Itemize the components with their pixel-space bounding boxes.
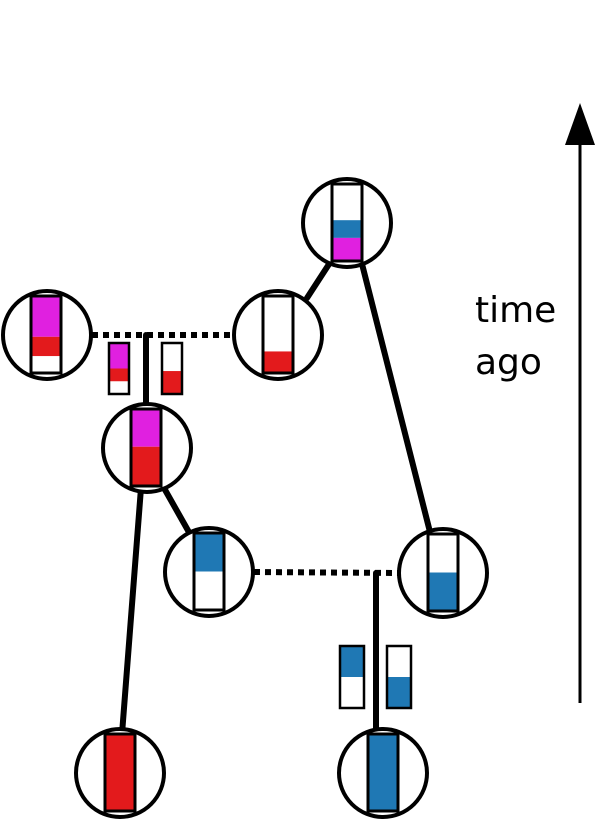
node-bar-merge-node (129, 407, 163, 488)
contribution-bar-lower-left-bar-outline (338, 644, 366, 710)
node-bar-leaf-blue (366, 732, 400, 813)
node-bar-merge-node-fill-magenta (131, 409, 161, 447)
node-top-root (301, 177, 393, 269)
contribution-bar-lower-left-bar-fill-blue (340, 646, 364, 677)
contribution-bar-upper-left-bar (107, 341, 131, 396)
node-bar-leaf-red-outline (103, 732, 137, 813)
merge-dotted-lines (92, 332, 401, 576)
node-lower-blue-left (163, 526, 255, 618)
node-bar-lower-blue-right-outline (426, 532, 460, 613)
contribution-bar-lower-right-bar-outline (385, 644, 413, 710)
node-bar-mid-right-parent-fill-red (263, 351, 293, 373)
node-bar-leaf-blue-fill-blue (368, 734, 398, 811)
contribution-bar-upper-right-bar (160, 341, 184, 396)
contribution-bar-upper-left-bar-fill-magenta (109, 343, 129, 369)
node-bar-mid-left-parent-fill-red (31, 336, 61, 357)
node-bar-lower-blue-left-fill-blue (194, 533, 224, 572)
node-bar-top-root-fill-blue (332, 220, 362, 238)
time-axis-arrowhead-icon (565, 103, 595, 145)
lineage-edges (119, 255, 433, 737)
time-axis-label-line1: time (475, 290, 556, 331)
time-axis-label-line2: ago (475, 342, 542, 383)
node-bar-leaf-blue-outline (366, 732, 400, 813)
node-leaf-red (74, 727, 166, 819)
dotted-lower (253, 569, 401, 576)
contribution-bar-upper-right-bar-outline (160, 341, 184, 396)
node-bar-merge-node-fill-red (131, 446, 161, 486)
contribution-bar-upper-left-bar-outline (107, 341, 131, 396)
node-bar-lower-blue-right-fill-blue (428, 572, 458, 611)
node-bar-merge-node-outline (129, 407, 163, 488)
node-bar-top-root (330, 182, 364, 263)
node-bar-mid-left-parent-fill-magenta (31, 296, 61, 337)
node-bar-leaf-red-fill-red (105, 734, 135, 811)
node-bar-mid-right-parent (261, 294, 295, 375)
node-bar-lower-blue-left (192, 531, 226, 612)
node-bar-lower-blue-right (426, 532, 460, 613)
node-bar-lower-blue-left-outline (192, 531, 226, 612)
contribution-bar-upper-left-bar-fill-red (109, 368, 129, 382)
contribution-bar-upper-right-bar-fill-red (162, 371, 182, 394)
node-bar-leaf-red (103, 732, 137, 813)
node-bar-mid-left-parent (29, 294, 63, 375)
time-axis: time ago (475, 103, 595, 703)
nodes-layer (1, 177, 489, 819)
contribution-bars-layer (107, 341, 413, 710)
edge-top-to-lowerright (358, 257, 433, 535)
edge-merge-to-lowerleft (161, 485, 193, 537)
edge-merge-to-leafred (119, 485, 144, 737)
node-leaf-blue (337, 727, 429, 819)
node-merge-node (101, 402, 193, 494)
contribution-bar-lower-right-bar-fill-blue (387, 677, 411, 708)
node-bar-mid-left-parent-outline (29, 294, 63, 375)
node-bar-mid-right-parent-outline (261, 294, 295, 375)
node-mid-right-parent (232, 289, 324, 381)
node-bar-top-root-outline (330, 182, 364, 263)
node-mid-left-parent (1, 289, 93, 381)
contribution-bar-lower-right-bar (385, 644, 413, 710)
node-bar-top-root-fill-magenta (332, 237, 362, 261)
node-lower-blue-right (397, 527, 489, 619)
contribution-bar-lower-left-bar (338, 644, 366, 710)
